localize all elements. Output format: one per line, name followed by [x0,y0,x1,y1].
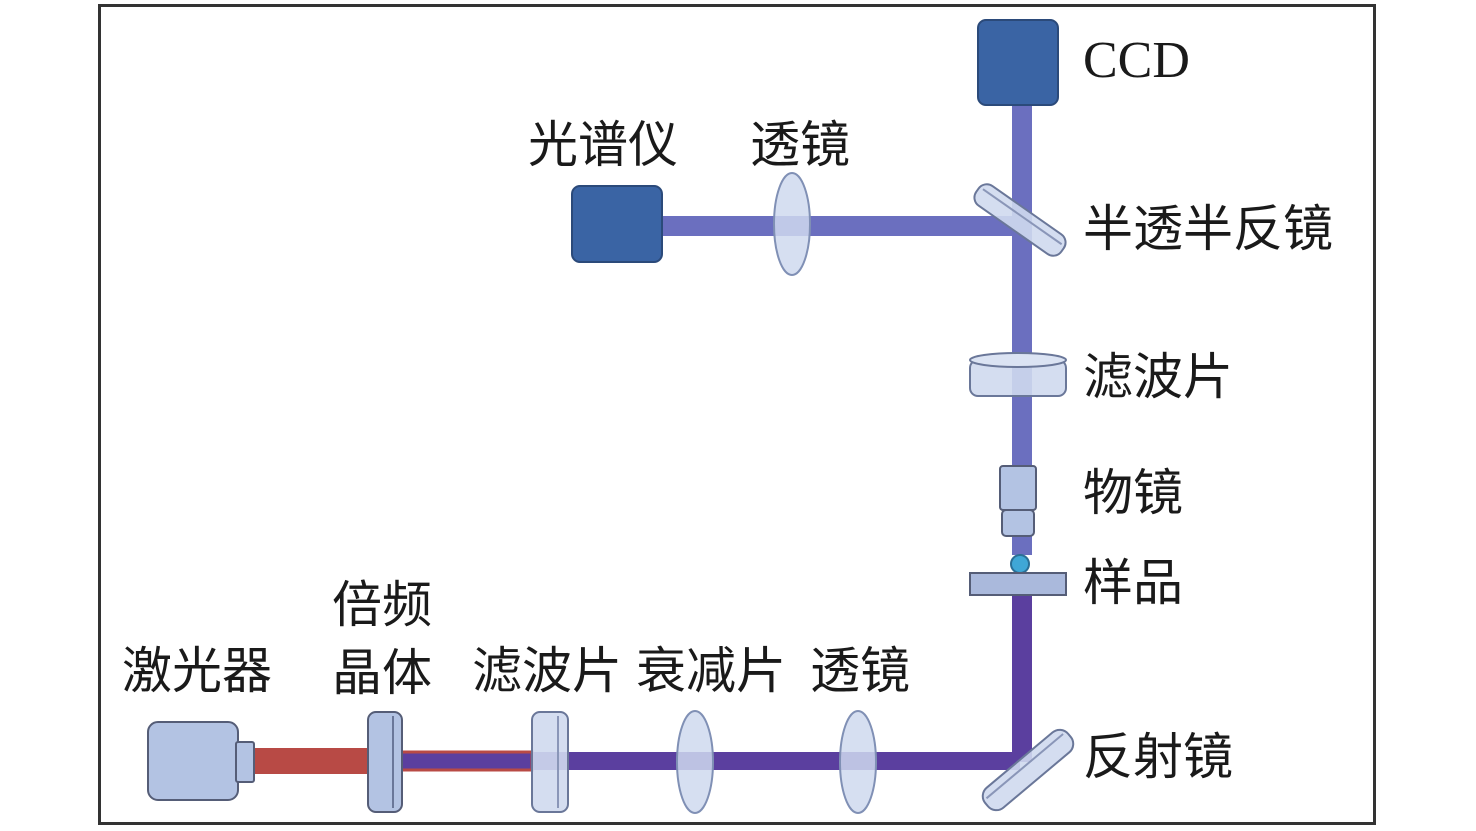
label-mirror: 反射镜 [1083,728,1233,786]
label-objective: 物镜 [1083,464,1183,522]
label-ccd: CCD [1083,32,1190,89]
doubling-crystal-icon [367,711,403,813]
beam-horizontal-top-blue [662,216,1022,236]
label-spectrometer: 光谱仪 [528,116,678,174]
lens-bottom-icon [839,710,877,814]
sample-slide-icon [969,572,1067,596]
beam-laser-red [250,748,380,774]
label-filter-bottom: 滤波片 [472,642,622,700]
diagram-frame [98,4,1376,825]
label-lens-top: 透镜 [750,116,850,174]
filter-bottom-icon [531,711,569,813]
label-doubling-line1: 倍频 [332,576,432,634]
ccd-icon [977,19,1059,106]
sample-dot-icon [1010,554,1030,574]
label-attenuator: 衰减片 [636,642,786,700]
mirror-icon [981,728,1075,812]
beam-doubled-red-inner [396,750,534,772]
label-sample: 样品 [1083,554,1183,612]
spectrometer-icon [571,185,663,263]
filter-right-icon [969,352,1067,397]
beamsplitter-icon [973,183,1067,257]
label-doubling-line2: 晶体 [332,644,432,702]
objective-icon [999,465,1037,537]
lens-top-icon [773,172,811,276]
attenuator-icon [676,710,714,814]
label-laser: 激光器 [122,642,272,700]
label-beamsplitter: 半透半反镜 [1083,200,1333,258]
label-lens-bottom: 透镜 [810,642,910,700]
label-filter-right: 滤波片 [1083,348,1233,406]
laser-icon [147,721,255,801]
beam-vertical-lower-violet [1012,590,1032,762]
